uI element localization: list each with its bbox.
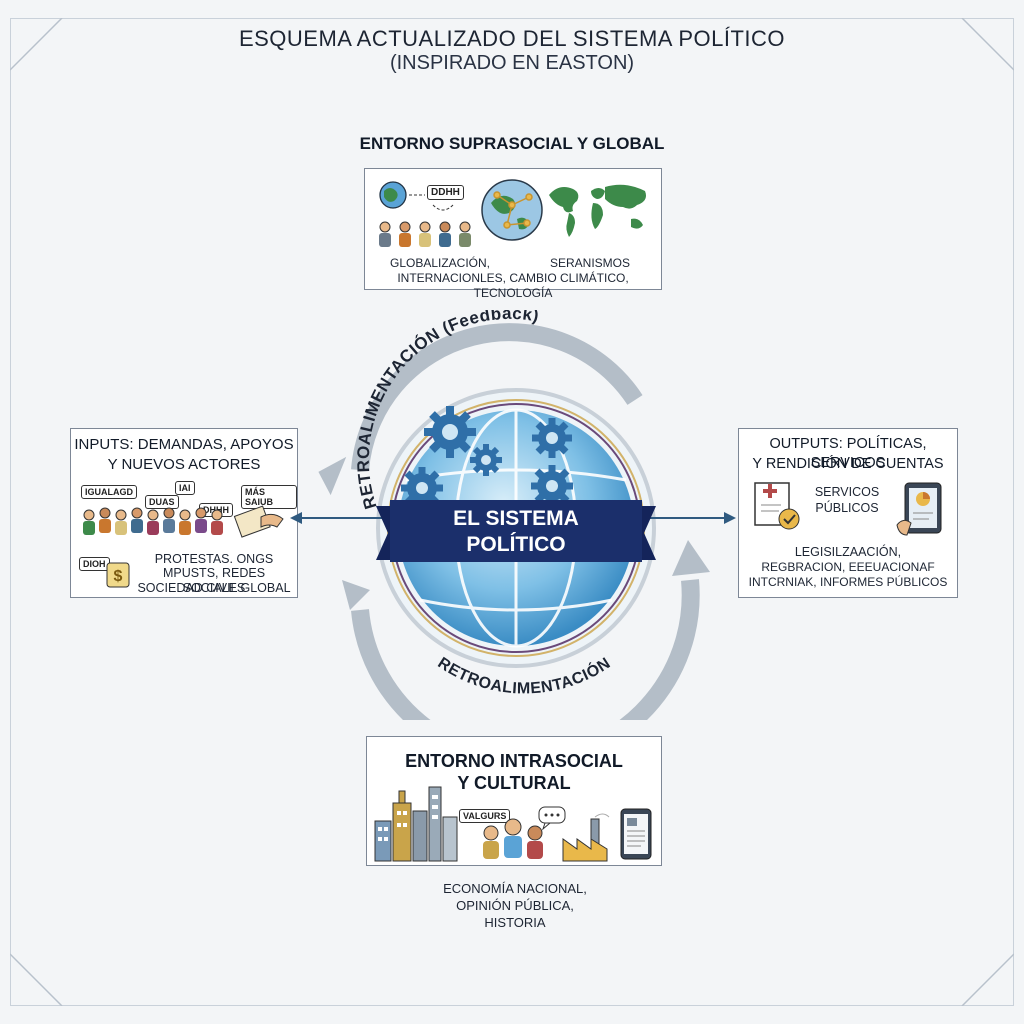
health-bubble: MÁS SAIUB bbox=[241, 485, 297, 509]
world-map-icon bbox=[549, 184, 646, 237]
gear-icon bbox=[470, 444, 502, 476]
bottom-env-label-line2: Y CULTURAL bbox=[457, 773, 571, 793]
news-tablet-icon bbox=[620, 808, 652, 860]
bottom-env-box: ENTORNO INTRASOCIAL Y CULTURAL VALGURS bbox=[366, 736, 662, 866]
ballot-hand-icon bbox=[233, 505, 284, 538]
small-demand-bubble: IAI bbox=[175, 481, 195, 495]
outputs-box: OUTPUTS: POLÍTICAS, SERVICOS Y RENDICIÓN… bbox=[738, 428, 958, 598]
services-line2: PÚBLICOS bbox=[815, 501, 879, 515]
citizens-icon bbox=[483, 818, 543, 859]
bottom-env-text-line2: OPINIÓN PÚBLICA, bbox=[456, 898, 574, 913]
inputs-box: INPUTS: DEMANDAS, APOYOS Y NUEVOS ACTORE… bbox=[70, 428, 298, 598]
services-line1: SERVICOS bbox=[814, 485, 880, 499]
top-env-label: ENTORNO SUPRASOCIAL Y GLOBAL bbox=[359, 134, 665, 153]
inputs-text-line1: PROTESTAS. ONGS bbox=[154, 552, 274, 566]
top-env-text-left: GLOBALIZACIÓN, bbox=[389, 256, 491, 270]
speech-bubble-icon bbox=[538, 806, 566, 831]
outputs-title-line2: Y RENDICIÓN DE CUENTAS bbox=[752, 456, 944, 472]
feedback-arrowhead-left bbox=[342, 580, 370, 610]
system-banner-text: EL SISTEMA POLÍTICO bbox=[390, 506, 642, 558]
gear-icon bbox=[424, 406, 476, 458]
values-bubble: VALGURS bbox=[459, 809, 511, 823]
corner-ornament bbox=[961, 953, 1014, 1006]
people-group-icon bbox=[379, 221, 471, 247]
protesters-illustration bbox=[83, 507, 223, 535]
city-buildings-icon bbox=[374, 786, 458, 862]
system-banner bbox=[390, 500, 642, 562]
money-icon: $ bbox=[106, 562, 130, 588]
outputs-text-line1: LEGISILZAACIÓN, bbox=[794, 545, 902, 559]
tablet-report-icon bbox=[896, 482, 942, 536]
ddhh-bubble: DDHH bbox=[427, 185, 464, 200]
banner-line2: POLÍTICO bbox=[466, 533, 566, 556]
top-env-text-right: SERANISMOS bbox=[549, 256, 630, 270]
global-actors-illustration bbox=[379, 181, 471, 247]
corner-ornament bbox=[10, 18, 63, 71]
inputs-title-line1: INPUTS: DEMANDAS, APOYOS bbox=[74, 436, 294, 453]
document-check-icon bbox=[754, 482, 800, 530]
diagram-frame bbox=[10, 18, 1014, 1006]
gear-icon bbox=[532, 418, 572, 458]
bottom-env-text-line1: ECONOMÍA NACIONAL, bbox=[443, 881, 587, 896]
feedback-arrow-bottom bbox=[351, 579, 700, 720]
outputs-text-line3: INTCRNIAK, INFORMES PÚBLICOS bbox=[748, 575, 948, 589]
gear-icon bbox=[531, 465, 573, 507]
outputs-text-line2: REGBRACION, EEEUACIONAF bbox=[761, 560, 935, 574]
bottom-env-text-line3: HISTORIA bbox=[484, 915, 546, 930]
gear-icon bbox=[401, 467, 443, 509]
inputs-text-line3: SOCIEDAD CIVIL GLOBAL bbox=[137, 581, 291, 595]
outputs-title-line1: OUTPUTS: POLÍTICAS, SERVICOS bbox=[769, 436, 927, 471]
banner-line1: EL SISTEMA bbox=[453, 507, 579, 530]
network-globe-icon bbox=[481, 179, 543, 241]
corner-ornament bbox=[961, 18, 1014, 71]
svg-text:$: $ bbox=[114, 568, 123, 585]
top-env-box: DDHH GLOBALIZACIÓN, SERANISMOS INTERNACI… bbox=[364, 168, 662, 300]
central-system-graphic: RETROALIMENTACIÓN (Feedback) RETROALIMEN… bbox=[290, 310, 736, 720]
corner-ornament bbox=[10, 953, 63, 1006]
feedback-arrowhead-bottom bbox=[672, 540, 710, 576]
bottom-env-label-line1: ENTORNO INTRASOCIAL bbox=[405, 751, 623, 771]
diagram-title: ESQUEMA ACTUALIZADO DEL SISTEMA POLÍTICO bbox=[238, 26, 786, 51]
feedback-arrowhead-top bbox=[318, 456, 347, 496]
inputs-title-line2: Y NUEVOS ACTORES bbox=[107, 456, 261, 473]
equality-bubble: IGUALAGD bbox=[81, 485, 137, 499]
factory-icon bbox=[562, 813, 610, 862]
top-env-text-line2: INTERNACIONLES, CAMBIO CLIMÁTICO, TECNOL… bbox=[397, 271, 629, 300]
feedback-arrow-top bbox=[351, 323, 643, 471]
diagram-subtitle: (INSPIRADO EN EASTON) bbox=[389, 52, 635, 74]
inputs-text-line2: MPUSTS, REDES SOCIALES bbox=[162, 566, 266, 595]
demand-bubble: DUAS bbox=[145, 495, 179, 509]
